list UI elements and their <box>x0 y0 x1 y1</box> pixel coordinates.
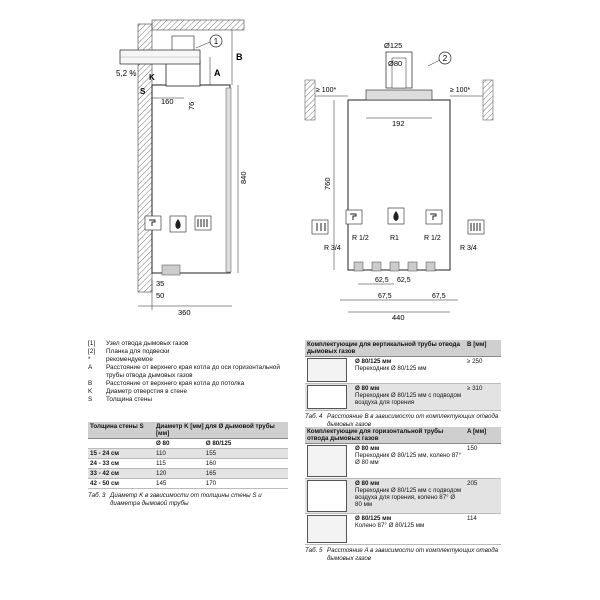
legend-row: [2]Планка для подвески <box>88 348 170 355</box>
clearance-left: ≥ 100* <box>316 87 336 94</box>
table-5: Комплектующие для горизонтальной трубы о… <box>305 427 501 563</box>
legend-row: *рекомендуемое <box>88 356 153 363</box>
dim-50: 50 <box>156 291 164 300</box>
flame-icon-front <box>387 207 405 225</box>
dim-76: 76 <box>187 102 196 110</box>
thermometer-icon <box>311 219 329 235</box>
tap-icon <box>144 215 162 231</box>
dim-67-5-b: 67,5 <box>432 293 446 300</box>
adapter-air-intake-icon <box>307 385 347 409</box>
dia-125: Ø125 <box>384 41 402 50</box>
dim-840: 840 <box>239 171 248 184</box>
dim-760: 760 <box>323 177 332 190</box>
table-5-caption: Таб. 5 Расстояние A в зависимости от ком… <box>305 547 499 562</box>
dim-62-5-a: 62,5 <box>375 277 389 284</box>
dim-35: 35 <box>156 279 164 288</box>
t3-col1: Толщина стены S <box>88 422 154 439</box>
table-3-caption: Таб. 3 Диаметр K в зависимости от толщин… <box>88 492 262 507</box>
ceiling <box>151 19 245 31</box>
radiator-icon <box>194 215 212 231</box>
r-half-left: R 1/2 <box>352 235 369 242</box>
legend: [1]Узел отвода дымовых газов [2]Планка д… <box>88 340 288 404</box>
dim-a-label: A <box>214 68 221 78</box>
dim-192: 192 <box>392 119 405 128</box>
callout-1: 1 <box>214 37 219 46</box>
dim-440: 440 <box>392 313 405 322</box>
legend-row: [1]Узел отвода дымовых газов <box>88 340 189 347</box>
front-connections <box>353 261 436 272</box>
front-view-drawing: Ø125 Ø80 2 ≥ 100* ≥ 100* 192 760 R 1/2 R… <box>304 41 494 322</box>
side-view-drawing: 1 5,2 % B A S K 160 76 840 35 50 360 <box>116 19 248 317</box>
t3-col2: Диаметр K [мм] для Ø дымовой трубы [мм] <box>154 422 288 439</box>
r1-label: R1 <box>390 235 399 242</box>
tap-icon-left <box>345 209 363 225</box>
table-4: Комплектующие для вертикальной трубы отв… <box>305 340 501 429</box>
elbow-80-125-icon <box>307 515 347 543</box>
dim-b-label: B <box>236 52 243 62</box>
bottom-connections <box>161 264 181 276</box>
tap-icon-right <box>425 209 443 225</box>
slope-label: 5,2 % <box>116 69 136 78</box>
clearance-right: ≥ 100* <box>450 87 470 94</box>
callout-2: 2 <box>443 54 448 63</box>
r-half-right: R 1/2 <box>424 235 441 242</box>
flame-icon <box>169 215 187 233</box>
label-s: S <box>140 87 146 96</box>
dim-67-5-a: 67,5 <box>378 293 392 300</box>
dim-160: 160 <box>161 97 174 106</box>
elbow-80-icon <box>307 445 347 477</box>
table-4-caption: Таб. 4 Расстояние B в зависимости от ком… <box>305 413 499 428</box>
boiler-body <box>151 84 231 274</box>
adapter-80-125-icon <box>307 358 347 382</box>
radiator-icon-front <box>467 219 485 235</box>
elbow-air-intake-icon <box>307 480 347 512</box>
r34-left: R 3/4 <box>324 245 341 252</box>
dia-80: Ø80 <box>388 59 402 68</box>
dim-62-5-b: 62,5 <box>397 277 411 284</box>
table-3: Толщина стены S Диаметр K [мм] для Ø дым… <box>88 422 288 508</box>
label-k: K <box>149 73 155 82</box>
r34-right: R 3/4 <box>460 245 477 252</box>
dim-360: 360 <box>178 308 191 317</box>
hanging-bar <box>365 89 433 101</box>
